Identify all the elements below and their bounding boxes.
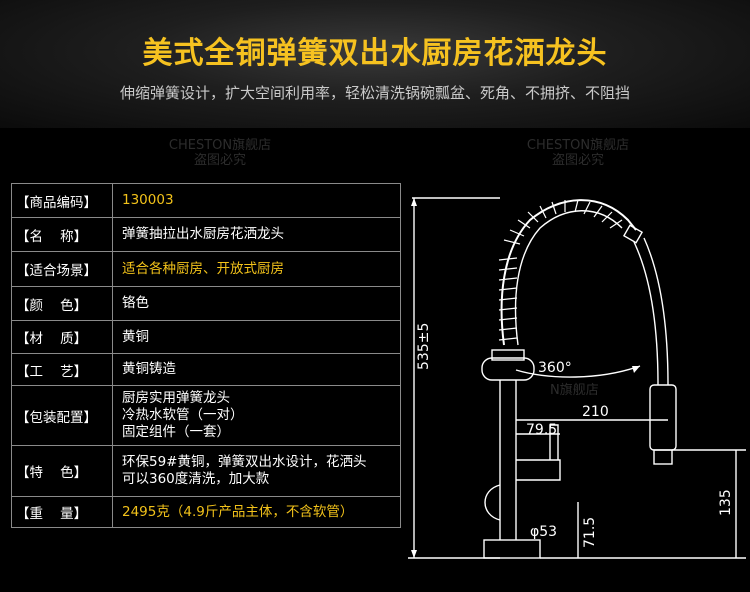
spec-key: 【适合场景】 [11, 251, 113, 287]
page-subtitle: 伸缩弹簧设计，扩大空间利用率，轻松清洗锅碗瓢盆、死角、不拥挤、不阻挡 [119, 84, 630, 102]
spec-row: 【重 量】 2495克（4.9斤产品主体，不含软管） [11, 496, 401, 528]
spec-value-line: 铬色 [122, 295, 149, 311]
spec-value: 适合各种厨房、开放式厨房 [112, 251, 401, 287]
spec-value: 黄铜铸造 [112, 353, 401, 386]
spec-key: 【重 量】 [11, 496, 113, 528]
header-banner: 美式全铜弹簧双出水厨房花洒龙头 伸缩弹簧设计，扩大空间利用率，轻松清洗锅碗瓢盆、… [0, 0, 750, 128]
dim-height-label: 535±5 [416, 323, 432, 370]
spec-value: 环保59#黄铜，弹簧双出水设计，花洒头可以360度清洗，加大款 [112, 445, 401, 497]
spec-value-line: 2495克（4.9斤产品主体，不含软管） [122, 503, 354, 520]
spec-key: 【特 色】 [11, 445, 113, 497]
spec-value: 黄铜 [112, 320, 401, 354]
dim-spout-label: 79.5 [526, 422, 557, 438]
spec-value-line: 环保59#黄铜，弹簧双出水设计，花洒头 [122, 454, 367, 470]
faucet-drawing: 535±5 360° 210 79.5 φ53 71.5 135 N旗舰店 [408, 197, 746, 559]
dim-rotation-label: 360° [538, 360, 572, 376]
spec-value-line: 厨房实用弹簧龙头 [122, 390, 230, 406]
spec-value-line: 固定组件（一套） [122, 424, 230, 440]
spec-key: 【材 质】 [11, 320, 113, 354]
dim-head-height-label: 135 [718, 489, 734, 516]
watermark-brand: CHESTON旗舰店 [168, 138, 272, 153]
spec-value: 厨房实用弹簧龙头冷热水软管（一对）固定组件（一套） [112, 385, 401, 446]
watermark-right: CHESTON旗舰店 盗图必究 [478, 138, 678, 168]
dim-base-height-label: 71.5 [582, 517, 598, 548]
spec-value: 弹簧抽拉出水厨房花洒龙头 [112, 217, 401, 252]
spec-key: 【包装配置】 [11, 385, 113, 446]
watermark-tag: 盗图必究 [193, 153, 246, 168]
watermark-brand: CHESTON旗舰店 [526, 138, 630, 153]
dim-diameter-label: φ53 [530, 524, 557, 540]
spec-value: 铬色 [112, 286, 401, 321]
spec-value-line: 冷热水软管（一对） [122, 407, 244, 423]
page-title: 美式全铜弹簧双出水厨房花洒龙头 [142, 36, 608, 71]
spec-key: 【颜 色】 [11, 286, 113, 321]
spec-key: 【名 称】 [11, 217, 113, 252]
spec-row: 【工 艺】黄铜铸造 [11, 353, 401, 386]
spec-value-line: 可以360度清洗，加大款 [122, 471, 270, 487]
spec-row: 【适合场景】适合各种厨房、开放式厨房 [11, 251, 401, 287]
spec-table: 【商品编码】130003【名 称】弹簧抽拉出水厨房花洒龙头【适合场景】适合各种厨… [11, 183, 401, 528]
spec-row: 【颜 色】铬色 [11, 286, 401, 321]
spec-row: 【材 质】黄铜 [11, 320, 401, 354]
spec-row: 【特 色】环保59#黄铜，弹簧双出水设计，花洒头可以360度清洗，加大款 [11, 445, 401, 497]
spec-row: 【商品编码】 130003 [11, 183, 401, 218]
spec-value-line: 130003 [122, 192, 174, 208]
spec-key: 【商品编码】 [11, 183, 113, 218]
watermark-left: CHESTON旗舰店 盗图必究 [120, 138, 320, 168]
spec-value-line: 黄铜 [122, 328, 149, 345]
spec-key: 【工 艺】 [11, 353, 113, 386]
spec-row: 【包装配置】厨房实用弹簧龙头冷热水软管（一对）固定组件（一套） [11, 385, 401, 446]
spec-row: 【名 称】弹簧抽拉出水厨房花洒龙头 [11, 217, 401, 252]
dim-reach-label: 210 [582, 404, 609, 420]
spec-value-line: 适合各种厨房、开放式厨房 [122, 260, 284, 277]
spec-value: 2495克（4.9斤产品主体，不含软管） [112, 496, 401, 528]
spec-value: 130003 [112, 183, 401, 218]
watermark-tag: 盗图必究 [551, 153, 604, 168]
watermark-mid: N旗舰店 [550, 382, 599, 398]
spec-value-line: 弹簧抽拉出水厨房花洒龙头 [122, 226, 284, 242]
spec-value-line: 黄铜铸造 [122, 361, 176, 377]
